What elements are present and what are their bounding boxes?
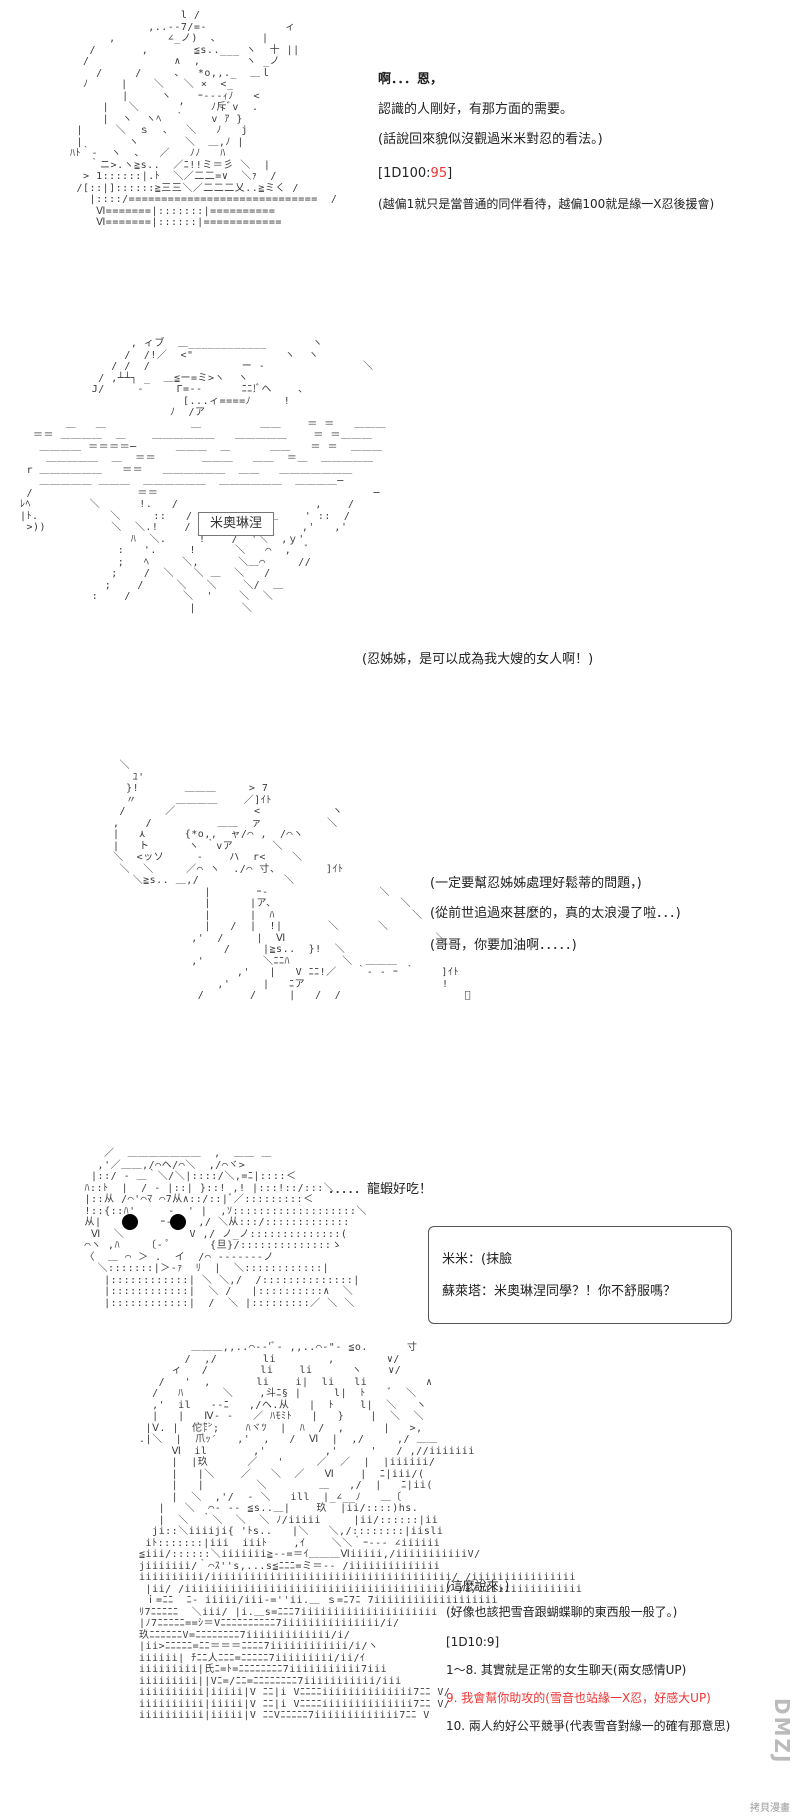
dmzj-watermark-logo: DMZJ: [770, 1698, 794, 1765]
left-eye: [122, 1214, 138, 1230]
name-tag-box: 米奧琳涅: [198, 512, 274, 536]
ascii-art-panel2: , ィブ ＿____________ ヽ / /!／ <" ヽ ヽ / / / …: [20, 338, 386, 614]
site-credit: 拷貝漫畫: [750, 1803, 790, 1814]
panel5-option-2: 9. 我會幫你助攻的(雪音也站緣一X忍，好感大UP): [446, 1691, 711, 1705]
right-eye: [170, 1214, 186, 1230]
panel5-dice: [1D10:9]: [446, 1635, 500, 1649]
ascii-art-panel1: l / ,..-‐7/=- ィ , ∠_ノ) ､ | / , ≦s..___ ヽ…: [70, 10, 338, 228]
panel1-dice: [1D100:95]: [378, 166, 452, 182]
panel3-line-2: (從前世追過來甚麼的，真的太浪漫了啦．．．): [430, 906, 681, 921]
dice-value: 95: [430, 166, 448, 181]
ascii-art-panel3: ＼ ﾕ' }! ＿＿＿ > 7 〃 ＿＿＿＿ ／]ｲﾄ / ／ < ヽ , / …: [113, 760, 472, 1001]
panel5-option-1: 1～8. 其實就是正常的女生聊天(兩女感情UP): [446, 1663, 687, 1677]
ascii-art-panel5: ＿＿＿,,..⌒‐‐'ﾞ‐ ,,..⌒‐"‐ ≦o. 寸 / ,/ li , ∨…: [139, 1342, 583, 1721]
panel2-line: (忍姊姊，是可以成為我大嫂的女人啊！): [362, 652, 594, 667]
panel3-line-3: (哥哥，你要加油啊．．．．．): [430, 938, 577, 953]
bubble-line-2: 蘇萊塔：米奧琳涅同學？！你不舒服嗎？: [442, 1284, 677, 1299]
panel4-line: ．．．．．龍蝦好吃！: [328, 1182, 433, 1197]
panel1-line-1: 啊．．．恩，: [378, 72, 444, 87]
panel5-line-2: (好像也該把雪音跟蝴蝶聊的東西般一般了。): [446, 1605, 678, 1619]
bubble-line-1: 米米：(抹臉: [442, 1252, 513, 1267]
panel3-line-1: (一定要幫忍姊姊處理好鬆蒂的問題，): [430, 876, 642, 891]
panel5-option-3: 10. 兩人約好公平競爭(代表雪音對緣一的確有那意思): [446, 1719, 731, 1733]
panel1-note: (越偏1就只是當普通的同伴看待，越偏100就是緣一X忍後援會): [378, 197, 715, 211]
panel1-line-3: (話說回來貌似沒觀過米米對忍的看法。): [378, 132, 603, 147]
panel5-line-1: (這麼說來，): [446, 1579, 510, 1593]
dice-prefix: [1D100:: [378, 166, 431, 181]
dice-suffix: ]: [447, 166, 453, 181]
dialogue-bubble: [428, 1226, 732, 1324]
panel1-line-2: 認識的人剛好，有那方面的需要。: [378, 102, 574, 117]
ascii-art-panel4: ／ ＿＿＿＿＿＿＿ , ＿＿ ＿ ,'／＿＿,/⌒ヘ/⌒＼ ,/⌒ヾ> |::/…: [84, 1148, 367, 1309]
